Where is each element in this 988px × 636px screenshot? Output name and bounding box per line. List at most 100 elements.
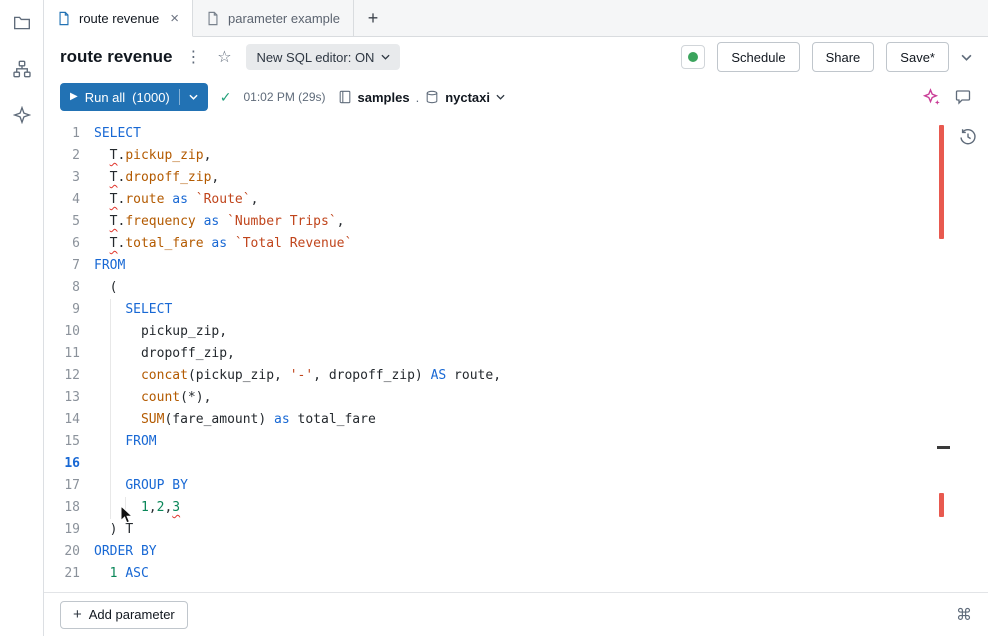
editor-toolbar: ▶ Run all (1000) ✓ 01:02 PM (29s) sample… [44,77,988,117]
share-button[interactable]: Share [811,42,875,72]
tab-label: parameter example [228,10,340,26]
code-line-content: T.pickup_zip, [109,148,212,163]
code-line: 19 ) T [44,519,988,541]
code-line-content: pickup_zip, [80,321,227,343]
code-line-content: SELECT [94,126,141,141]
command-key-icon: ⌘ [956,606,972,624]
code-line-content: 1,2,3 [80,497,180,519]
folder-icon[interactable] [11,12,33,34]
main-panel: route revenue × parameter example + rout… [44,0,988,636]
chevron-down-icon [381,54,391,60]
button-divider [178,89,180,105]
code-line-content: 1 ASC [109,566,149,581]
indent-guide [109,343,111,365]
add-parameter-label: Add parameter [88,607,175,622]
tab-parameter-example[interactable]: parameter example [193,0,354,36]
code-line: 18 1,2,3 [44,497,988,519]
code-line-content: T.total_fare as `Total Revenue` [109,236,353,251]
breadcrumb-separator: . [415,89,420,105]
success-check-icon: ✓ [219,88,232,105]
line-number: 14 [64,412,80,427]
status-dot-icon [688,52,699,62]
code-line: 3 T.dropoff_zip, [44,167,988,189]
line-number: 20 [64,544,80,559]
run-all-button[interactable]: ▶ Run all (1000) [60,83,208,111]
line-number: 13 [64,390,80,405]
scrollbar-error-marker [939,125,944,239]
code-line-content: SUM(fare_amount) as total_fare [80,409,376,431]
kebab-menu-icon[interactable]: ⋮ [185,49,202,66]
code-line: 14 SUM(fare_amount) as total_fare [44,409,988,431]
query-file-icon [57,11,71,26]
code-line-content: GROUP BY [80,475,188,497]
scrollbar-dash-marker [937,446,950,449]
new-sql-editor-toggle[interactable]: New SQL editor: ON [246,44,401,70]
code-line-content: ORDER BY [94,544,157,559]
code-line: 9 SELECT [44,299,988,321]
add-parameter-button[interactable]: + Add parameter [60,600,188,629]
sparkle-icon[interactable] [11,104,33,126]
code-line-content: concat(pickup_zip, '-', dropoff_zip) AS … [80,365,501,387]
indent-guide [109,475,111,497]
code-line: 10 pickup_zip, [44,321,988,343]
catalog-selector[interactable]: samples . nyctaxi [338,90,505,105]
code-line: 16 [44,453,988,475]
code-line: 12 concat(pickup_zip, '-', dropoff_zip) … [44,365,988,387]
catalog-name: samples [357,89,410,105]
editor-footer: + Add parameter ⌘ [44,592,988,636]
plus-icon: + [73,606,82,623]
chevron-down-icon[interactable] [961,54,972,61]
line-number: 17 [64,478,80,493]
schedule-button[interactable]: Schedule [717,42,800,72]
comment-icon[interactable] [954,88,972,106]
indent-guide [109,321,111,343]
code-line: 6 T.total_fare as `Total Revenue` [44,233,988,255]
indent-guide [109,453,111,475]
code-line-content: FROM [94,258,126,273]
last-run-time: 01:02 PM (29s) [243,90,326,104]
page-title: route revenue [60,47,173,66]
code-line-content: T.dropoff_zip, [109,170,220,185]
code-line: 11 dropoff_zip, [44,343,988,365]
badge-label: New SQL editor: ON [256,49,375,65]
save-button[interactable]: Save* [886,42,949,72]
code-line: 17 GROUP BY [44,475,988,497]
tab-route-revenue[interactable]: route revenue × [44,0,193,37]
assistant-sparkle-icon[interactable] [922,87,942,107]
run-all-label: Run all [84,89,126,105]
schema-name: nyctaxi [445,89,491,105]
chevron-down-icon[interactable] [189,94,198,100]
close-icon[interactable]: × [170,9,179,27]
query-file-icon [206,11,220,26]
connection-status[interactable] [681,45,706,69]
workflows-icon[interactable] [11,58,33,80]
line-number: 6 [72,236,80,251]
history-icon[interactable] [958,127,978,150]
code-line-content: count(*), [80,387,211,409]
code-line: 15 FROM [44,431,988,453]
tab-label: route revenue [79,10,160,26]
indent-guide [109,299,111,321]
code-line-content: SELECT [80,299,172,321]
nav-rail [0,0,44,636]
line-number: 12 [64,368,80,383]
code-line-content: T.frequency as `Number Trips`, [109,214,345,229]
line-number: 4 [72,192,80,207]
new-tab-button[interactable]: + [367,7,379,28]
indent-guide [125,497,127,519]
indent-guide [109,409,111,431]
line-number: 11 [64,346,80,361]
star-icon[interactable]: ☆ [217,49,232,66]
code-line-content: ( [94,280,118,295]
line-number: 7 [72,258,80,273]
code-line: 7 FROM [44,255,988,277]
code-line-content: dropoff_zip, [80,343,235,365]
line-number: 16 [64,456,80,471]
code-line: 8 ( [44,277,988,299]
code-line: 2 T.pickup_zip, [44,145,988,167]
line-number: 5 [72,214,80,229]
